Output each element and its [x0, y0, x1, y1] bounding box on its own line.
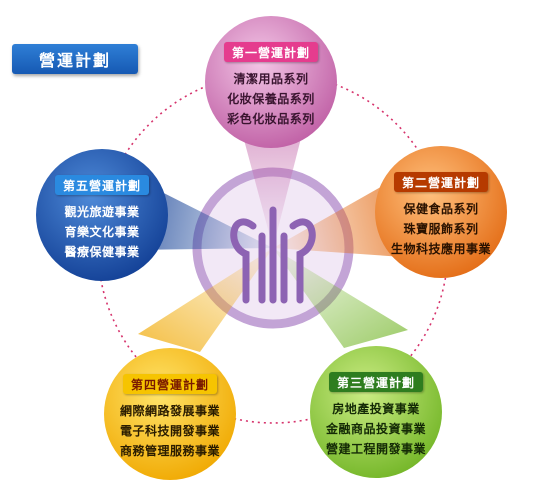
plan-item: 醫療保健事業 — [64, 245, 140, 259]
plan-items-p5: 觀光旅遊事業 育樂文化事業 醫療保健事業 — [42, 202, 162, 262]
plan-item: 化妝保養品系列 — [227, 92, 315, 106]
plan-item: 觀光旅遊事業 — [64, 205, 140, 219]
plan-item: 保健食品系列 — [403, 202, 479, 216]
plan-items-p4: 網際網路發展事業 電子科技開發事業 商務管理服務事業 — [110, 401, 230, 461]
plan-title-p1: 第一營運計劃 — [223, 42, 318, 62]
plan-item: 營建工程開發事業 — [325, 442, 426, 456]
plan-item: 金融商品投資事業 — [325, 422, 426, 436]
beam-p3 — [273, 248, 408, 348]
plan-label-p5: 第五營運計劃 觀光旅遊事業 育樂文化事業 醫療保健事業 — [42, 175, 162, 262]
emblem-glyph-icon — [230, 206, 316, 304]
plan-label-p2: 第二營運計劃 保健食品系列 珠寶服飾系列 生物科技應用事業 — [381, 172, 501, 259]
plan-item: 彩色化妝品系列 — [227, 112, 315, 126]
plan-label-p3: 第三營運計劃 房地產投資事業 金融商品投資事業 營建工程開發事業 — [316, 372, 436, 459]
beam-p4 — [138, 248, 273, 352]
plan-title-p5: 第五營運計劃 — [54, 175, 149, 195]
plan-item: 房地產投資事業 — [332, 402, 420, 416]
plan-item: 商務管理服務事業 — [119, 444, 220, 458]
plan-items-p1: 清潔用品系列 化妝保養品系列 彩色化妝品系列 — [211, 69, 331, 129]
plan-title-p3: 第三營運計劃 — [328, 372, 423, 392]
plan-item: 珠寶服飾系列 — [403, 222, 479, 236]
plan-items-p2: 保健食品系列 珠寶服飾系列 生物科技應用事業 — [381, 199, 501, 259]
plan-item: 生物科技應用事業 — [390, 242, 491, 256]
plan-items-p3: 房地產投資事業 金融商品投資事業 營建工程開發事業 — [316, 399, 436, 459]
plan-label-p1: 第一營運計劃 清潔用品系列 化妝保養品系列 彩色化妝品系列 — [211, 42, 331, 129]
plan-item: 育樂文化事業 — [64, 225, 140, 239]
plan-item: 電子科技開發事業 — [119, 424, 220, 438]
plan-item: 網際網路發展事業 — [119, 404, 220, 418]
plan-title-p2: 第二營運計劃 — [393, 172, 488, 192]
plan-item: 清潔用品系列 — [233, 72, 309, 86]
page-title-tab: 營運計劃 — [12, 44, 138, 74]
plan-label-p4: 第四營運計劃 網際網路發展事業 電子科技開發事業 商務管理服務事業 — [110, 374, 230, 461]
plan-title-p4: 第四營運計劃 — [122, 374, 217, 394]
